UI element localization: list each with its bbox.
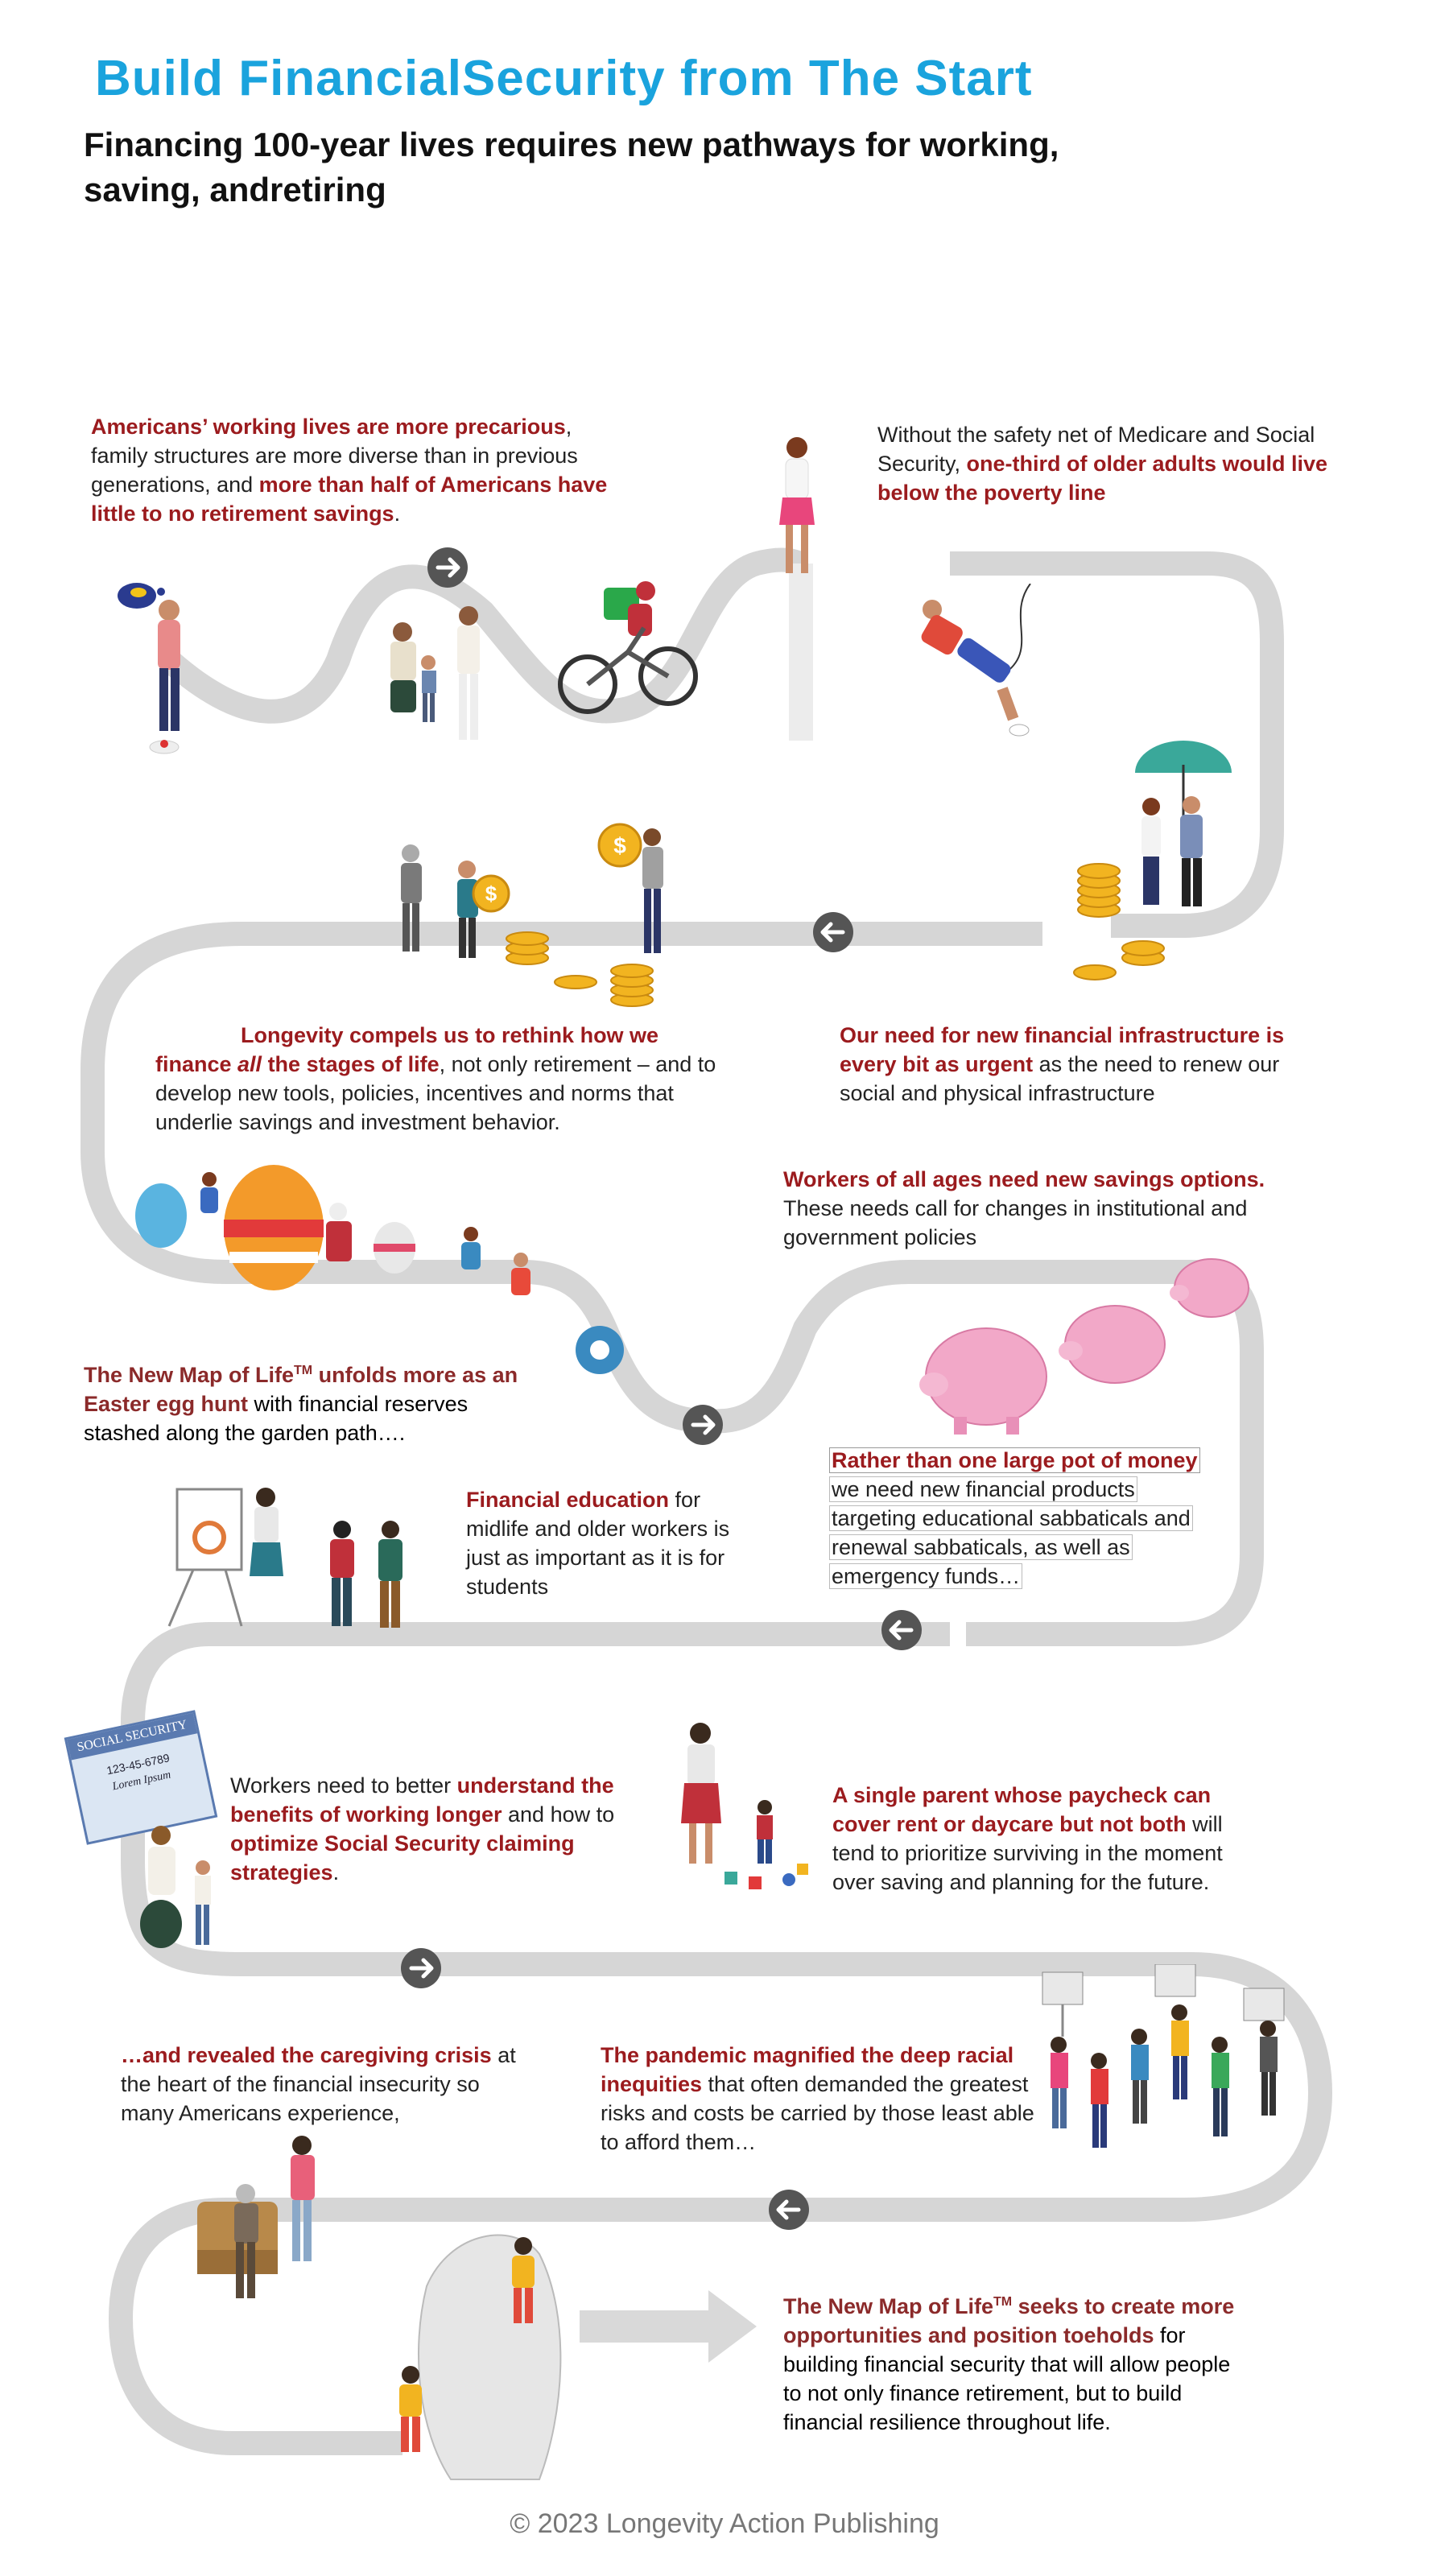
protesters-illustration xyxy=(1042,1964,1285,2148)
easter-egg-hunt-illustration xyxy=(135,1165,530,1295)
text-single-parent: A single parent whose paycheck can cover… xyxy=(832,1783,1223,1894)
text-longevity: Longevity compels us to rethink how we f… xyxy=(155,1023,716,1134)
text-safety-net: Without the safety net of Medicare and S… xyxy=(877,423,1328,505)
family-illustration xyxy=(390,606,480,740)
text-new-map-toeholds: The New Map of LifeTM seeks to create mo… xyxy=(783,2294,1235,2434)
piggy-banks-illustration xyxy=(919,1258,1249,1435)
text-financial-infrastructure: Our need for new financial infrastructur… xyxy=(840,1023,1285,1105)
text-working-longer: Workers need to better understand the be… xyxy=(230,1773,615,1885)
couple-umbrella-coins-illustration xyxy=(1073,741,1232,980)
page-subtitle: Financing 100-year lives requires new pa… xyxy=(84,126,1059,208)
copyright-footer: © 2023 Longevity Action Publishing xyxy=(510,2508,939,2539)
text-precarious-lives: Americans’ working lives are more precar… xyxy=(91,415,608,526)
blue-egg-icon xyxy=(576,1326,624,1374)
text-pot-of-money: Rather than one large pot of money we ne… xyxy=(829,1446,1232,1591)
delivery-cyclist-illustration xyxy=(558,581,698,714)
text-financial-education: Financial education for midlife and olde… xyxy=(466,1488,730,1599)
coin-dollar-sign: $ xyxy=(613,833,626,858)
single-parent-illustration xyxy=(681,1723,808,1889)
text-caregiving-crisis: …and revealed the caregiving crisis at t… xyxy=(121,2043,516,2125)
caregiving-illustration xyxy=(197,2136,315,2298)
financial-education-illustration xyxy=(167,1488,402,1628)
coin-dollar-sign: $ xyxy=(485,881,497,906)
bungee-jumper-illustration xyxy=(921,584,1031,737)
people-with-coins-illustration: $ $ xyxy=(401,823,663,1007)
grandparent-child-illustration xyxy=(140,1826,211,1948)
text-pandemic: The pandemic magnified the deep racial i… xyxy=(601,2043,1034,2154)
page-title: Build FinancialSecurity from The Start xyxy=(95,51,1033,106)
text-savings-options: Workers of all ages need new savings opt… xyxy=(783,1167,1265,1249)
rock-climbers-illustration xyxy=(399,2234,562,2480)
man-thinking-illustration xyxy=(118,583,180,754)
woman-walking-illustration xyxy=(779,437,815,573)
text-easter-egg: The New Map of LifeTM unfolds more as an… xyxy=(84,1363,518,1445)
